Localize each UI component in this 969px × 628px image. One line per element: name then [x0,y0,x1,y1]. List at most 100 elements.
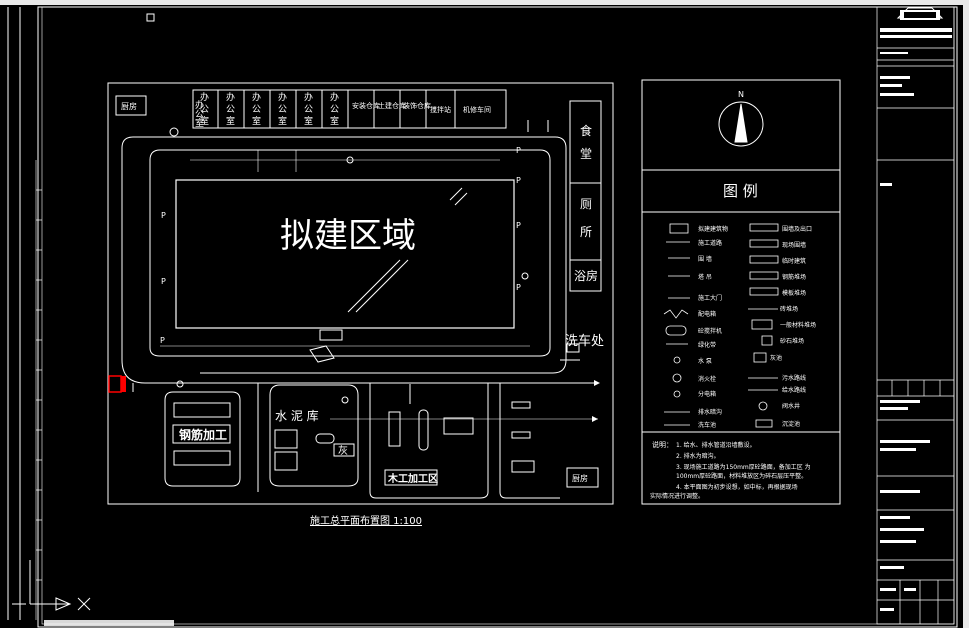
company-logo [896,7,944,20]
warehouse-labels: 安装仓库 土建仓库 装饰仓库 搅拌站 机修车间 [352,101,491,114]
svg-text:室: 室 [330,115,339,127]
site-boundary [107,82,614,505]
svg-text:P: P [516,146,521,155]
left-ruler [36,189,42,581]
legend-panel [641,79,841,505]
svg-text:P: P [161,277,166,286]
svg-text:4. 本平面图为初步设想，如中标，再根据现场: 4. 本平面图为初步设想，如中标，再根据现场 [676,483,798,491]
svg-text:3. 现场施工道路为150mm厚砼路面，备加工区 为: 3. 现场施工道路为150mm厚砼路面，备加工区 为 [676,463,811,471]
svg-text:厕: 厕 [580,197,592,211]
svg-text:P: P [160,336,165,345]
kitchen-bottom-label: 厨房 [572,473,588,483]
svg-text:施工道路: 施工道路 [698,239,722,247]
svg-text:装饰仓库: 装饰仓库 [403,101,431,110]
svg-text:100mm厚砼路面，材料堆放区为碎石层压平整。: 100mm厚砼路面，材料堆放区为碎石层压平整。 [676,472,807,480]
svg-text:P: P [161,211,166,220]
svg-text:污水路线: 污水路线 [782,374,806,382]
road-arrows [592,380,600,422]
title-block [876,6,955,625]
svg-text:围墙及出口: 围墙及出口 [782,225,812,233]
svg-text:塔 吊: 塔 吊 [698,273,712,281]
svg-text:公: 公 [304,104,313,115]
svg-text:办: 办 [200,91,209,103]
drawing-border-inner [41,6,955,625]
svg-text:公: 公 [330,104,339,115]
cement-label: 水 泥 库 [275,408,319,423]
window-title-strip [0,0,969,5]
svg-text:拟建建筑物: 拟建建筑物 [698,225,728,233]
ash-label: 灰 [338,444,348,457]
ucs-icon [12,560,91,611]
svg-text:洗车池: 洗车池 [698,421,716,429]
rebar-label: 钢筋加工 [179,427,227,442]
svg-text:砼搅拌机: 砼搅拌机 [698,327,722,335]
svg-text:公: 公 [252,104,261,115]
drawing-caption: 施工总平面布置图 1:100 [310,514,422,527]
svg-text:围 墙: 围 墙 [698,255,712,263]
office-row-labels: 办公室 办公室 办公室 办公室 办公室 办公室 [200,91,339,127]
notes-title: 说明： [652,440,673,449]
svg-text:室: 室 [252,115,261,127]
svg-text:公: 公 [226,104,235,115]
svg-text:灰池: 灰池 [770,354,782,362]
svg-text:室: 室 [226,115,235,127]
svg-text:室: 室 [200,115,209,127]
svg-text:办: 办 [226,91,235,103]
svg-text:2. 排水为暗沟。: 2. 排水为暗沟。 [676,452,720,460]
svg-text:给水路线: 给水路线 [782,386,806,394]
north-arrow-label: N [738,90,744,99]
svg-text:现场围墙: 现场围墙 [782,241,806,249]
notes-list: 1. 给水、排水管道沿墙敷设。 2. 排水为暗沟。 3. 现场施工道路为150m… [650,441,811,500]
wash-label: 洗车处 [565,333,604,349]
svg-text:砖堆场: 砖堆场 [780,305,798,313]
kitchen-top-box [115,95,147,116]
svg-text:搅拌站: 搅拌站 [430,105,451,114]
svg-text:分电箱: 分电箱 [698,390,716,398]
svg-text:浴: 浴 [574,269,586,283]
svg-text:室: 室 [278,115,287,127]
svg-text:安装仓库: 安装仓库 [352,101,380,110]
legend-title: 图 例 [723,182,758,200]
svg-text:排水暗沟: 排水暗沟 [698,408,722,416]
svg-text:临时建筑: 临时建筑 [782,257,806,265]
proposed-building-area [175,179,515,329]
svg-text:绿化带: 绿化带 [698,341,716,349]
office-labels: 办公室 [193,99,204,127]
window-scroll-strip[interactable] [963,0,969,628]
svg-text:办: 办 [278,91,287,103]
svg-text:消火栓: 消火栓 [698,375,716,383]
svg-text:办: 办 [252,91,261,103]
grip-square[interactable] [146,13,155,22]
title-block-text-bars [880,28,952,611]
side-building-labels: 食 堂 厕 所 浴 房 [574,123,598,283]
svg-text:施工大门: 施工大门 [698,294,722,302]
svg-text:沉淀池: 沉淀池 [782,420,800,428]
svg-text:室: 室 [304,115,313,127]
bottom-cropped-text [44,620,174,626]
svg-text:公: 公 [278,104,287,115]
svg-text:办公室: 办公室 [193,99,204,127]
svg-text:1. 给水、排水管道沿墙敷设。: 1. 给水、排水管道沿墙敷设。 [676,441,756,449]
svg-text:阀水井: 阀水井 [782,402,800,410]
svg-text:办: 办 [304,91,313,103]
svg-text:P: P [516,283,521,292]
svg-text:实际情况进行调整。: 实际情况进行调整。 [650,492,704,500]
svg-text:公: 公 [200,104,209,115]
svg-text:所: 所 [580,225,592,239]
fire-hydrant-marker[interactable] [108,375,126,393]
svg-text:P: P [516,221,521,230]
svg-text:砂石堆场: 砂石堆场 [780,337,804,345]
svg-text:水 泵: 水 泵 [698,357,712,365]
svg-text:土建仓库: 土建仓库 [378,101,406,110]
wood-label: 木工加工区 [387,472,438,485]
site-plan [107,82,614,505]
proposed-area-label: 拟建区域 [280,216,416,256]
svg-text:P: P [516,176,521,185]
svg-text:办: 办 [330,91,339,103]
svg-text:钢筋堆场: 钢筋堆场 [782,273,806,281]
svg-text:一般材料堆场: 一般材料堆场 [780,321,816,329]
legend-symbols [663,223,779,428]
svg-text:堂: 堂 [580,147,592,161]
kitchen-bottom-box [566,467,599,488]
